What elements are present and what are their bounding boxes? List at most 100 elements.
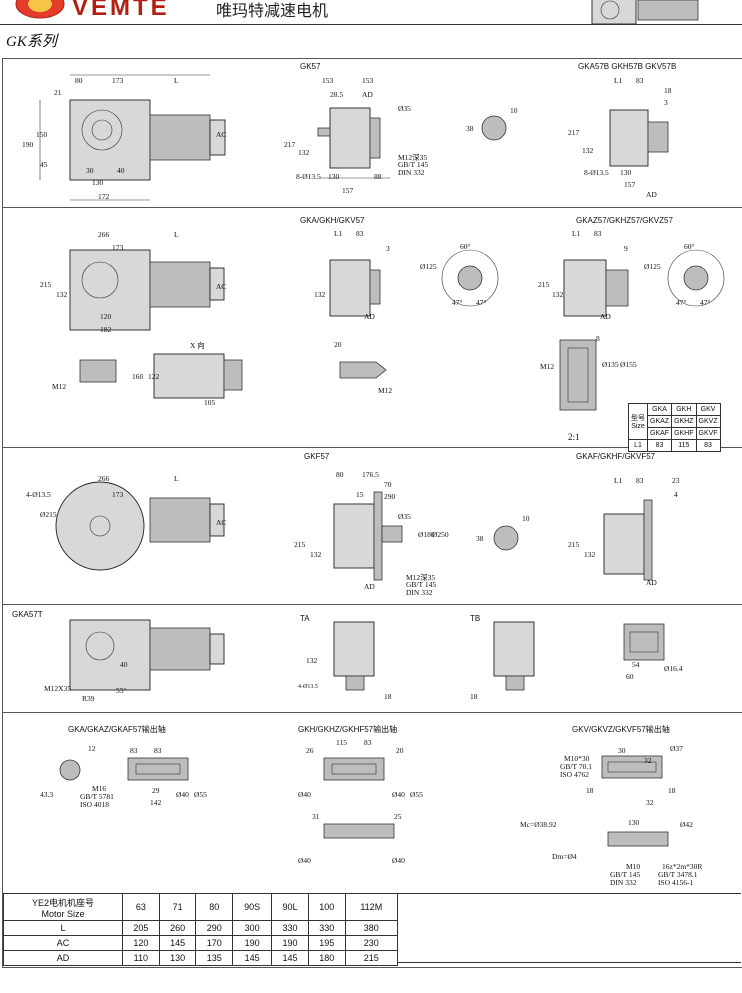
dim-38b: 38 — [476, 534, 484, 543]
row-label: L — [3, 920, 123, 936]
table-extension — [398, 893, 741, 963]
dim-160: 160 — [132, 372, 144, 381]
dim-125: Ø125 — [420, 262, 437, 271]
dim-phi40d: Ø40 — [298, 856, 311, 865]
dim-83d: 83 — [636, 476, 644, 485]
table-cell: 180 — [307, 950, 346, 966]
view-label-gka57: GKA/GKH/GKV57 — [300, 216, 365, 225]
bushing-detail — [623, 623, 665, 661]
dim-266: 266 — [98, 230, 110, 239]
dim-L1b: L1 — [334, 229, 343, 238]
dim-215: 215 — [40, 280, 52, 289]
dim-gbt5781: GB/T 5781 — [80, 792, 114, 801]
row-label: AC — [3, 935, 123, 951]
dim-30b: 30 — [618, 746, 626, 755]
dim-spline: 16z*2m*30R — [662, 862, 703, 871]
table-header-row: YE2电机机座号 Motor Size 63 71 80 90S 90L 100… — [3, 893, 399, 921]
dim-18: 18 — [664, 86, 672, 95]
view-label-gkaf57: GKAF/GKHF/GKVF57 — [576, 452, 656, 461]
keyway-section — [481, 115, 507, 141]
dim-40: 40 — [117, 166, 125, 175]
dim-din332: DIN 332 — [398, 168, 425, 177]
gk57-side-drawing — [39, 74, 226, 201]
dim-3: 3 — [664, 98, 668, 107]
ta-drawing — [333, 621, 375, 691]
motor-size-header: YE2电机机座号 Motor Size — [3, 893, 123, 921]
dim-35b: Ø35 — [398, 512, 411, 521]
dim-phi40b: Ø40 — [298, 790, 311, 799]
table-cell: 120 — [122, 935, 160, 951]
view-label-out-v: GKV/GKVZ/GKVF57输出轴 — [572, 725, 670, 734]
brand-logo — [15, 0, 65, 19]
dim-ADd: AD — [600, 312, 611, 321]
dim-173b: 173 — [112, 243, 124, 252]
dim-130d: 130 — [628, 818, 640, 827]
gkf57-front-drawing — [333, 491, 403, 581]
dim-32: 32 — [644, 756, 652, 765]
series-title: GK系列 — [6, 34, 57, 50]
dim-gbt145: GB/T 145 — [398, 160, 429, 169]
dim-80: 80 — [75, 76, 83, 85]
dim-80b: 80 — [336, 470, 344, 479]
dim-164: Ø16.4 — [664, 664, 683, 673]
dim-132f: 132 — [310, 550, 322, 559]
dim-29: 29 — [152, 786, 160, 795]
dim-15: 15 — [356, 490, 364, 499]
table-cell: 330 — [307, 920, 346, 936]
dim-153b: 153 — [362, 76, 374, 85]
dim-150: 150 — [36, 130, 48, 139]
dim-173c: 173 — [112, 490, 124, 499]
view-label-gk57: GK57 — [300, 62, 321, 71]
output-shaft-a — [59, 757, 189, 781]
dim-10: 10 — [510, 106, 518, 115]
dim-266b: 266 — [98, 474, 110, 483]
view-label-gkaz57: GKAZ57/GKHZ57/GKVZ57 — [576, 216, 673, 225]
dim-153a: 153 — [322, 76, 334, 85]
size-col: 90L — [271, 893, 309, 921]
dim-9: 9 — [624, 244, 628, 253]
dim-dm: Dm=Ø4 — [552, 852, 577, 861]
dim-din332b: DIN 332 — [406, 588, 433, 597]
dim-13: 4-Ø13.5 — [298, 684, 318, 690]
dim-phi40c: Ø40 — [392, 790, 405, 799]
size-cell: GKAZ — [646, 415, 673, 428]
sheet-frame — [2, 58, 742, 968]
dim-m12x35: M12X35 — [44, 684, 72, 693]
dim-m12: M12深35 — [398, 153, 428, 162]
dim-4: 4 — [674, 490, 678, 499]
table-cell: 135 — [195, 950, 234, 966]
table-cell: 145 — [271, 950, 309, 966]
view-label-out-a: GKA/GKAZ/GKAF57输出轴 — [68, 725, 166, 734]
view-label-tb: TB — [470, 614, 481, 623]
dim-21: 21 — [54, 88, 62, 97]
table-cell: 145 — [232, 950, 273, 966]
gearbox-thumbnail — [591, 0, 699, 25]
dim-47a: 47° — [452, 298, 463, 307]
dim-ACc: AC — [216, 518, 227, 527]
dim-AD: AD — [362, 90, 373, 99]
dim-37: Ø37 — [670, 744, 683, 753]
size-col: 100 — [307, 893, 346, 921]
dim-132e: 132 — [552, 290, 564, 299]
dim-28: 28.5 — [330, 90, 344, 99]
output-shaft-v — [601, 755, 669, 847]
motor-size-en: Motor Size — [41, 908, 85, 919]
dim-215c: Ø215 — [40, 510, 57, 519]
dim-m10: M10*30 — [564, 754, 590, 763]
dim-142: 142 — [150, 798, 162, 807]
size-col: 80 — [195, 893, 234, 921]
table-cell: 145 — [158, 935, 197, 951]
dim-18b: 18 — [384, 692, 392, 701]
dim-32b: 32 — [646, 798, 654, 807]
dim-132c: 132 — [56, 290, 68, 299]
section-divider — [2, 207, 742, 208]
dim-132g: 132 — [584, 550, 596, 559]
gka-side-drawing — [69, 249, 225, 331]
dim-AC: AC — [216, 130, 227, 139]
dim-4013b: 8-Ø13.5 — [584, 168, 609, 177]
gkf-side-drawing — [55, 481, 225, 571]
dim-4135: 4-Ø13.5 — [26, 490, 51, 499]
dim-132: 132 — [298, 148, 310, 157]
dim-433: 43.3 — [40, 790, 54, 799]
